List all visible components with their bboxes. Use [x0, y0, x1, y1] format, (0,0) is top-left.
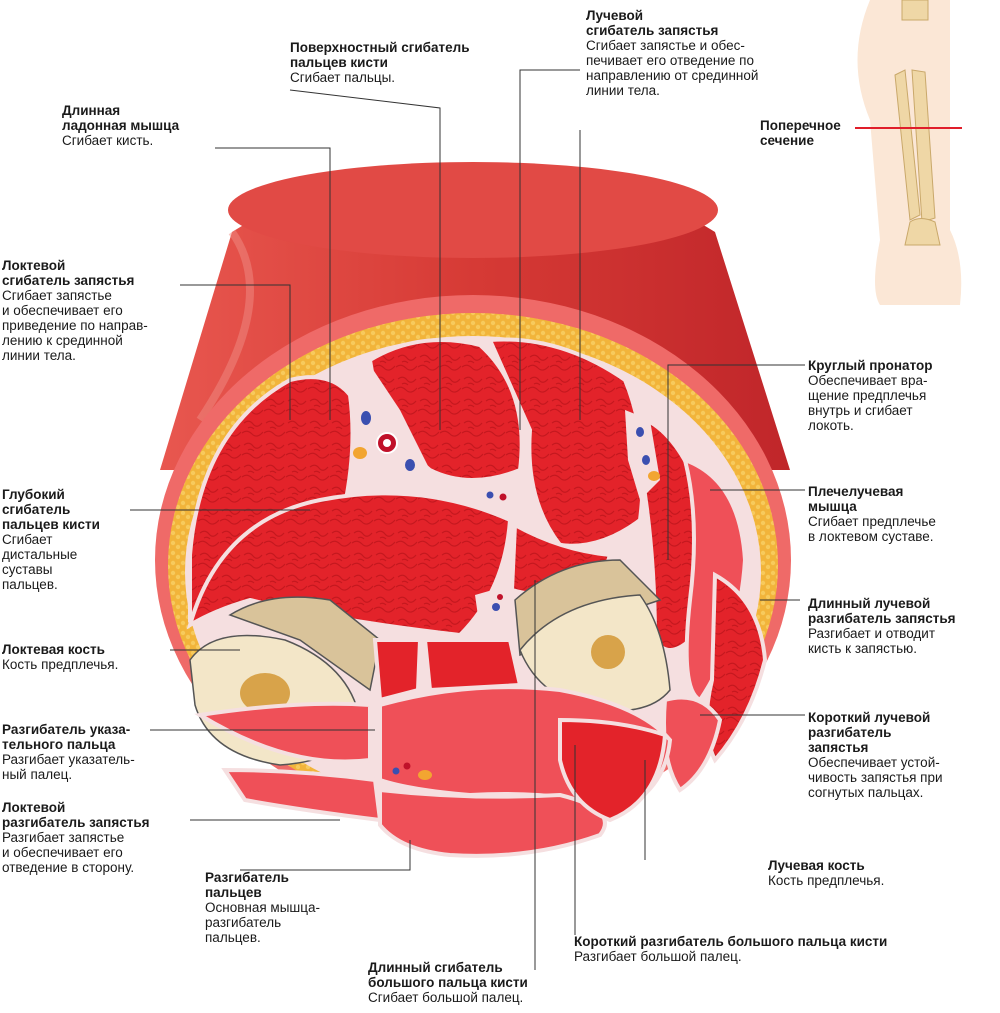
extensor-muscles [194, 638, 673, 858]
label-title: Короткий лучевой разгибатель запястья [808, 710, 931, 755]
label-title: Лучевая кость [768, 858, 865, 873]
label-ext-index: Разгибатель указа- тельного пальца Разги… [2, 722, 135, 782]
label-title: Круглый пронатор [808, 358, 933, 373]
muscle-ecu [221, 767, 383, 823]
label-palmaris: Длинная ладонная мышца Сгибает кисть. [62, 103, 179, 148]
label-desc: Обеспечивает устой- чивость запястья при… [808, 755, 943, 800]
label-fdp: Глубокий сгибатель пальцев кисти Сгибает… [2, 487, 100, 592]
label-fcu: Локтевой сгибатель запястья Сгибает запя… [2, 258, 148, 363]
label-title: Короткий разгибатель большого пальца кис… [574, 934, 888, 949]
label-title: Поверхностный сгибатель пальцев кисти [290, 40, 470, 70]
label-desc: Сгибает пальцы. [290, 70, 396, 85]
label-desc: Сгибает кисть. [62, 133, 154, 148]
label-title: Локтевой сгибатель запястья [2, 258, 135, 288]
muscle-ext-index [194, 701, 372, 764]
label-title: Лучевой сгибатель запястья [586, 8, 719, 38]
extensor-vessels [392, 762, 432, 780]
muscle-fcr [487, 337, 645, 548]
label-fds: Поверхностный сгибатель пальцев кисти Сг… [290, 40, 470, 85]
label-desc: Разгибает указатель- ный палец. [2, 752, 135, 782]
label-ecrl: Длинный лучевой разгибатель запястья Раз… [808, 596, 956, 656]
inset-label-text: Поперечное сечение [760, 118, 841, 148]
label-title: Разгибатель указа- тельного пальца [2, 722, 131, 752]
label-title: Плечелучевая мышца [808, 484, 904, 514]
label-desc: Кость предплечья. [768, 873, 885, 888]
muscle-epb-strip [372, 638, 423, 703]
label-desc: Основная мышца- разгибатель пальцев. [205, 900, 320, 945]
label-ext-digitorum: Разгибатель пальцев Основная мышца- разг… [205, 870, 320, 945]
muscle-apl-strip [422, 638, 523, 693]
label-desc: Сгибает предплечье в локтевом суставе. [808, 514, 936, 544]
label-brachioradialis: Плечелучевая мышца Сгибает предплечье в … [808, 484, 936, 544]
label-desc: Сгибает запястье и обеспечивает его прив… [2, 288, 148, 363]
label-ecrb: Короткий лучевой разгибатель запястья Об… [808, 710, 943, 800]
inset-label: Поперечное сечение [760, 118, 841, 148]
label-desc: Разгибает большой палец. [574, 949, 742, 964]
label-epb: Короткий разгибатель большого пальца кис… [574, 934, 887, 964]
blood-vessels [353, 411, 660, 611]
label-pronator: Круглый пронатор Обеспечивает вра- щение… [808, 358, 933, 433]
label-desc: Разгибает запястье и обеспечивает его от… [2, 830, 135, 875]
muscle-ecrb [662, 695, 723, 793]
label-desc: Кость предплечья. [2, 657, 119, 672]
label-title: Локтевая кость [2, 642, 105, 657]
label-title: Длинная ладонная мышца [62, 103, 180, 133]
label-fpl: Длинный сгибатель большого пальца кисти … [368, 960, 528, 1005]
leader-lines [130, 69, 805, 970]
label-title: Разгибатель пальцев [205, 870, 289, 900]
inset-arm-illustration [855, 0, 962, 305]
label-fcr: Лучевой сгибатель запястья Сгибает запяс… [586, 8, 758, 98]
label-ecu: Локтевой разгибатель запястья Разгибает … [2, 800, 150, 875]
label-desc: Обеспечивает вра- щение предплечья внутр… [808, 373, 928, 433]
label-title: Длинный сгибатель большого пальца кисти [368, 960, 528, 990]
muscle-ext-digitorum-lower [378, 787, 607, 858]
septa [345, 365, 660, 630]
label-title: Локтевой разгибатель запястья [2, 800, 150, 830]
label-desc: Сгибает запястье и обес- печивает его от… [586, 38, 759, 98]
label-desc: Сгибает дистальные суставы пальцев. [2, 532, 78, 592]
label-desc: Разгибает и отводит кисть к запястью. [808, 626, 936, 656]
label-title: Длинный лучевой разгибатель запястья [808, 596, 956, 626]
label-desc: Сгибает большой палец. [368, 990, 524, 1005]
label-title: Глубокий сгибатель пальцев кисти [2, 487, 100, 532]
bone-radius [514, 559, 671, 712]
label-radius: Лучевая кость Кость предплечья. [768, 858, 884, 888]
label-ulna: Локтевая кость Кость предплечья. [2, 642, 118, 672]
